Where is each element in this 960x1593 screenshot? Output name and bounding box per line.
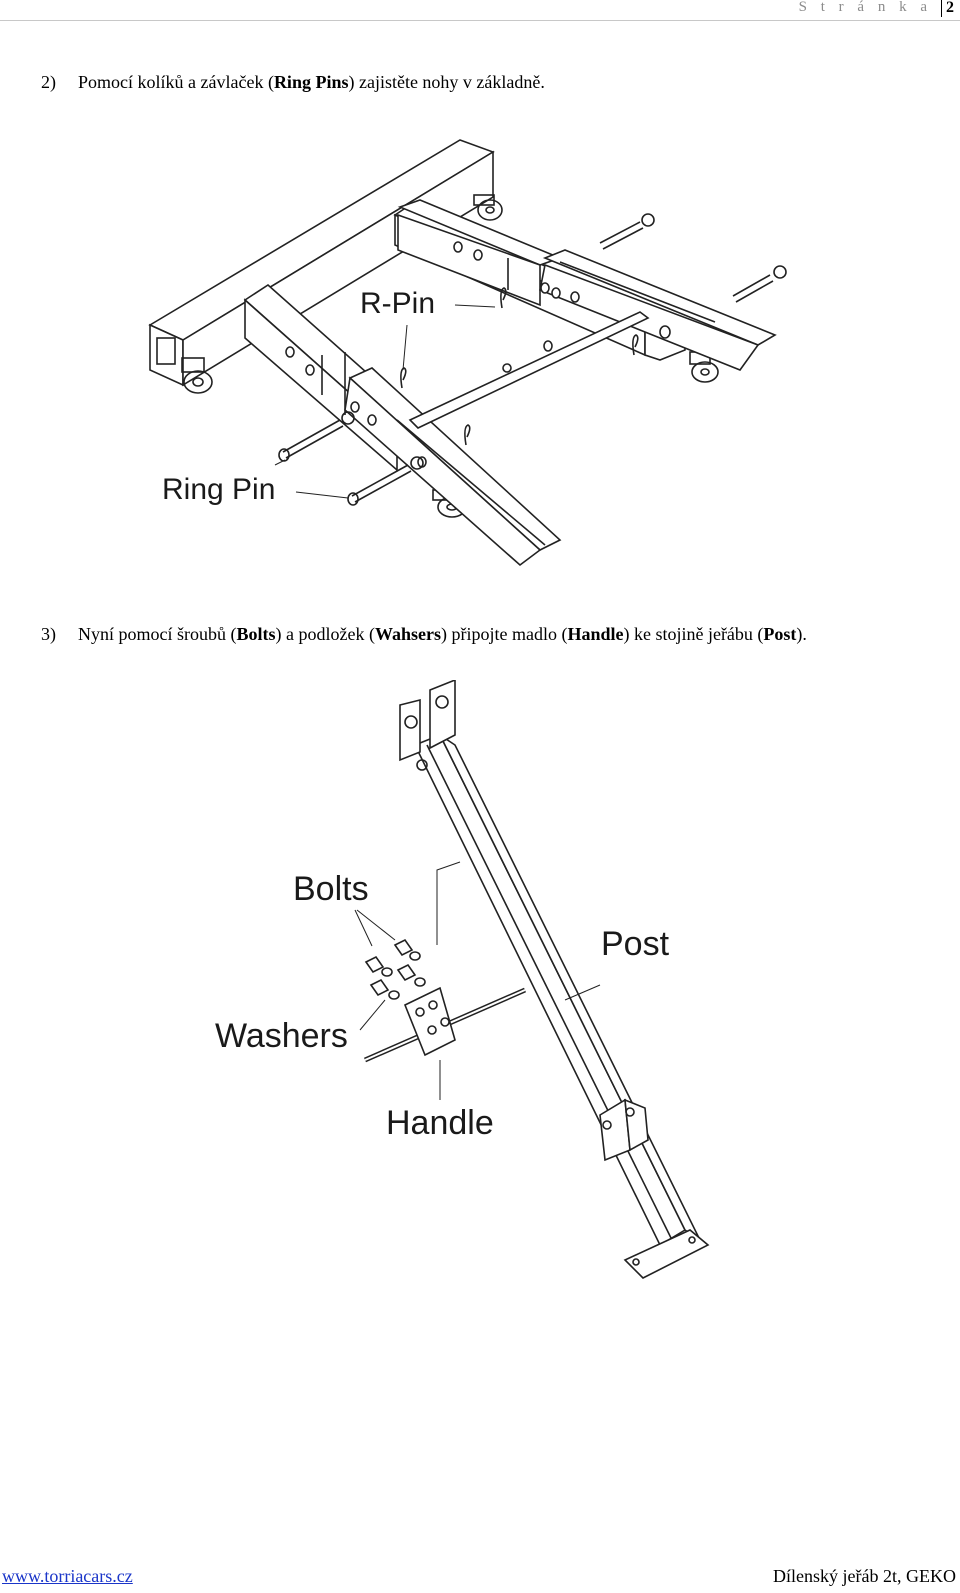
page-number: 2 <box>941 0 954 17</box>
ring-pin <box>347 456 424 506</box>
post-handle-diagram: Bolts Post Washers Handle <box>215 680 710 1279</box>
step-text: ) a podložek ( <box>275 624 375 644</box>
page-label: S t r á n k a <box>798 0 932 15</box>
label-r-pin: R-Pin <box>360 287 435 320</box>
label-ring-pin: Ring Pin <box>162 473 275 506</box>
label-washers: Washers <box>215 1017 348 1055</box>
step-number: 3) <box>41 624 56 644</box>
step-text: Pomocí kolíků a závlaček ( <box>78 72 274 92</box>
step-2-instruction: 2) Pomocí kolíků a závlaček (Ring Pins) z… <box>41 72 545 93</box>
step-text: ) připojte madlo ( <box>440 624 568 644</box>
document-title: Dílenský jeřáb 2t, GEKO <box>773 1566 956 1586</box>
step-text: ) zajistěte nohy v základně. <box>348 72 545 92</box>
step-term: Ring Pins <box>273 72 349 92</box>
ring-pin <box>278 411 355 462</box>
step-text: Nyní pomocí šroubů ( <box>78 624 237 644</box>
step-term: Handle <box>567 624 624 644</box>
r-pin <box>400 287 639 446</box>
label-post: Post <box>601 925 670 963</box>
step-number: 2) <box>41 72 56 92</box>
bolts <box>364 938 426 1000</box>
step-term: Bolts <box>236 624 276 644</box>
website-link[interactable]: www.torriacars.cz <box>2 1566 133 1586</box>
step-text: ). <box>796 624 807 644</box>
caster-wheel <box>473 194 503 221</box>
step-3-instruction: 3) Nyní pomocí šroubů (Bolts) a podložek … <box>41 624 807 645</box>
page-header: S t r á n k a 2 <box>0 0 960 21</box>
step-term: Post <box>763 624 797 644</box>
label-handle: Handle <box>386 1104 494 1142</box>
step-term: Wahsers <box>374 624 441 644</box>
ring-pin <box>599 213 655 250</box>
step-text: ) ke stojině jeřábu ( <box>623 624 764 644</box>
post <box>399 680 710 1279</box>
bolt-holes <box>285 241 671 468</box>
handle <box>363 986 527 1063</box>
end-cap <box>156 337 176 365</box>
caster-wheel <box>181 357 213 394</box>
ring-pin <box>732 265 787 303</box>
label-bolts: Bolts <box>293 870 369 908</box>
base-assembly-diagram: R-Pin Ring Pin <box>148 139 787 567</box>
